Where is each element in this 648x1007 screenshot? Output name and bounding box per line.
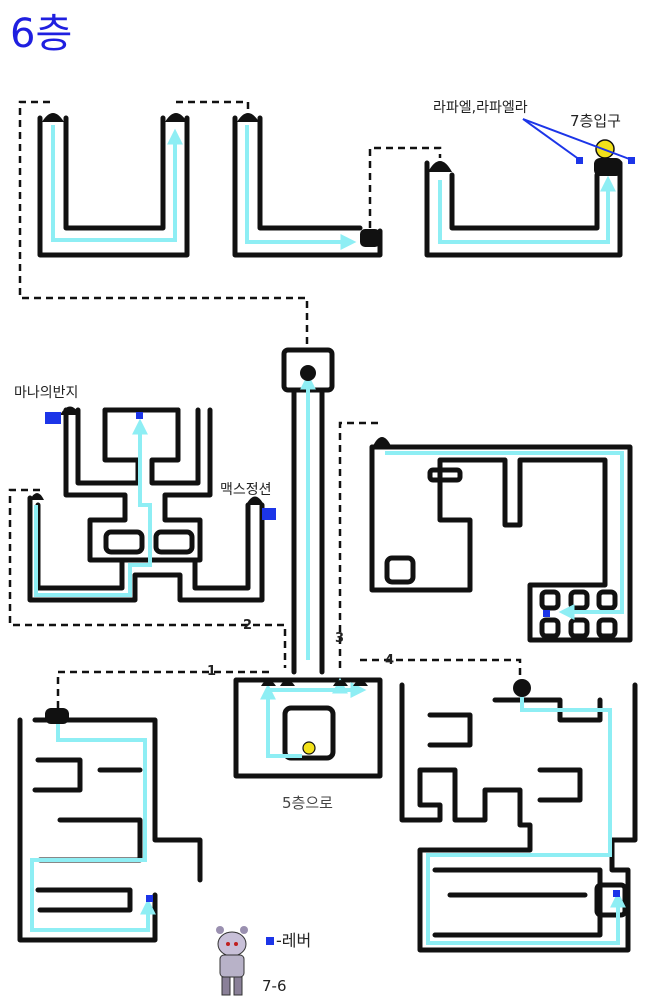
door-icon	[60, 406, 80, 415]
door-icon	[360, 229, 380, 247]
maze-section-top-middle	[232, 113, 383, 258]
door-icon	[42, 113, 64, 122]
route-number-1: 1	[207, 664, 217, 679]
door-icon	[333, 680, 348, 686]
door-icon	[372, 437, 392, 448]
connector-3	[338, 421, 378, 668]
legend-lever-icon	[266, 937, 274, 945]
door-icon	[300, 365, 316, 381]
door-icon	[165, 113, 187, 122]
maze-section-top-left	[37, 113, 190, 258]
connector-2	[8, 488, 287, 668]
connector-b-to-c	[368, 146, 442, 228]
jester-sprite	[216, 926, 248, 996]
door-icon	[45, 708, 69, 724]
lever-icon	[576, 157, 583, 164]
connector-1	[56, 670, 270, 708]
door-icon	[261, 680, 276, 686]
door-icon	[594, 158, 622, 176]
maze-section-bottom-right	[399, 679, 638, 953]
lever-icon	[146, 895, 153, 902]
label-to-floor5: 5층으로	[282, 794, 333, 812]
lever-icon	[613, 890, 620, 897]
exit-orb	[302, 741, 316, 755]
maze-section-left-middle	[27, 406, 265, 603]
connector-4	[360, 658, 522, 680]
door-icon	[513, 679, 531, 697]
door-icon	[428, 161, 452, 172]
lever-icon	[543, 610, 550, 617]
chest-icon	[45, 412, 61, 424]
door-icon	[246, 496, 264, 505]
label-mana-ring: 마나의반지	[14, 385, 79, 401]
legend-lever-label: -레버	[276, 931, 312, 950]
lever-markers	[45, 157, 635, 902]
label-raphael: 라파엘,라파엘라	[433, 100, 528, 116]
stage-label: 7-6	[262, 977, 287, 995]
floor-title: 6층	[10, 11, 73, 57]
route-number-2: 2	[243, 618, 253, 633]
connector-a-to-b	[176, 100, 250, 112]
door-icon	[30, 493, 44, 500]
lever-icon	[136, 412, 143, 419]
door-icon	[280, 680, 295, 686]
route-number-4: 4	[385, 653, 395, 668]
maze-section-bottom-left	[17, 708, 203, 943]
maze-section-central	[233, 347, 383, 779]
maze-section-top-right	[424, 118, 633, 258]
label-entrance-7f: 7층입구	[570, 112, 621, 130]
maze-section-right-middle	[369, 437, 633, 643]
label-max-potion: 맥스정션	[220, 482, 272, 498]
door-icon	[353, 680, 368, 686]
connector-a-to-mid	[18, 100, 309, 345]
door-icon	[237, 113, 259, 122]
chest-icon	[262, 508, 276, 520]
lever-icon	[628, 157, 635, 164]
route-number-3: 3	[335, 631, 345, 646]
